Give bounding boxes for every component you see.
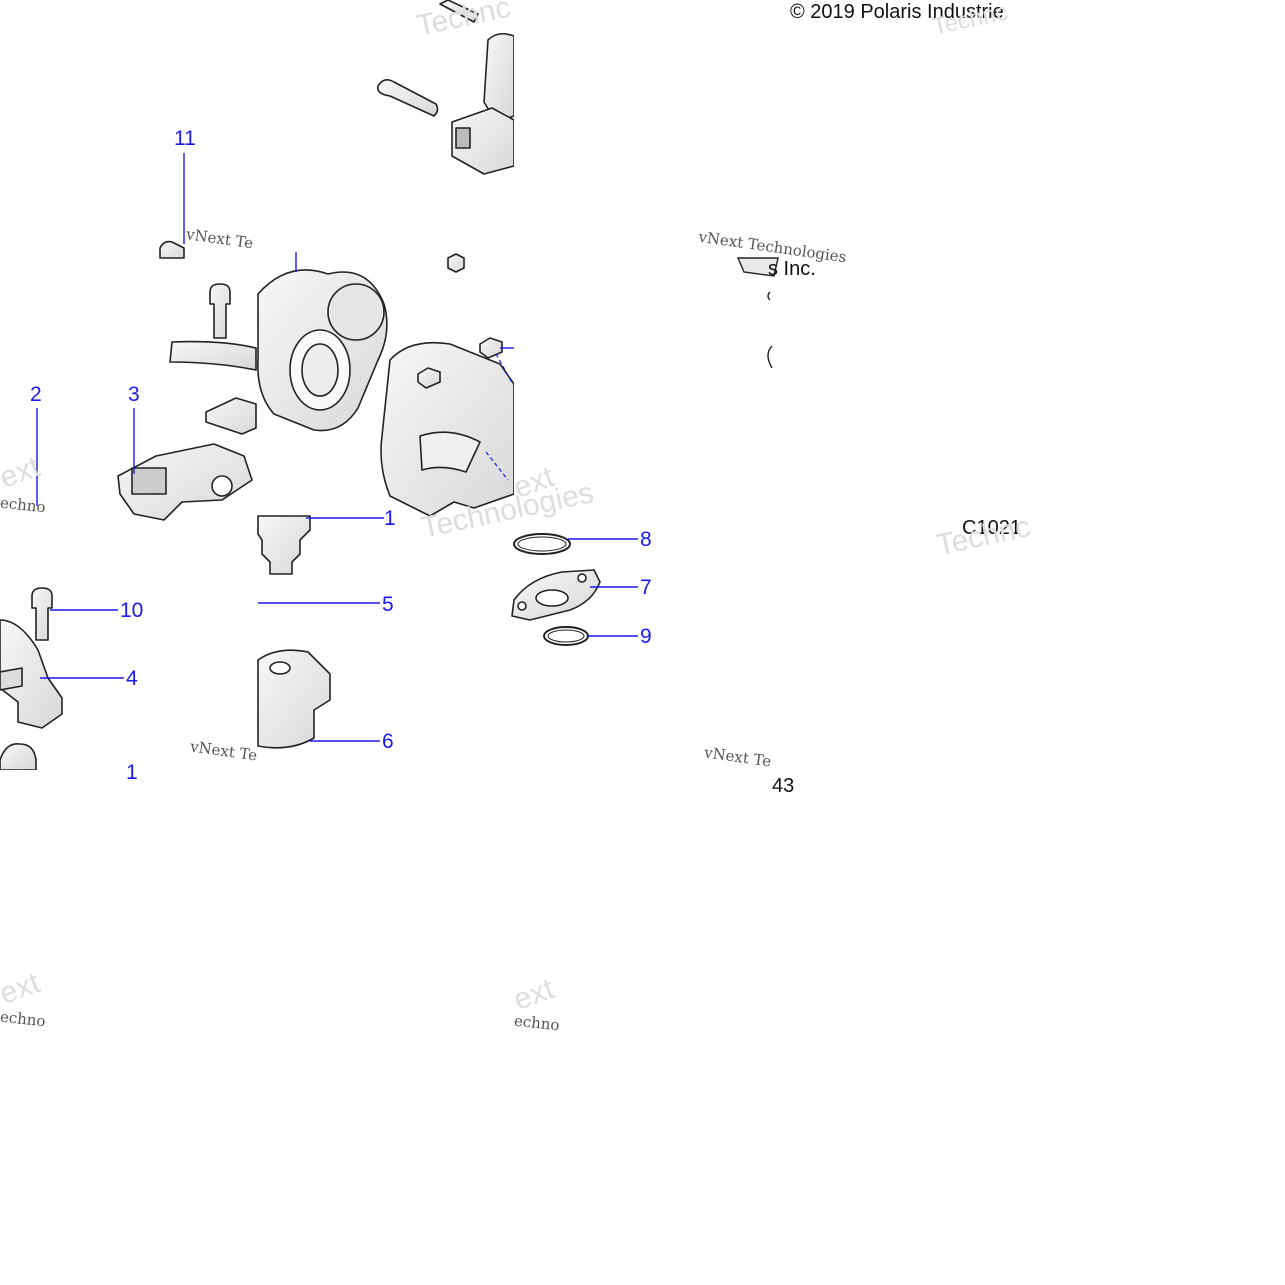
bracket-4	[0, 619, 63, 729]
adapter-6	[257, 649, 331, 749]
callout-8: 8	[640, 528, 652, 551]
copyright-tail: s Inc.	[768, 258, 816, 280]
fuel-injector	[257, 515, 311, 575]
callout-11: 11	[174, 127, 196, 150]
callout-4: 4	[126, 667, 138, 690]
figure-code: C1021	[962, 517, 1021, 539]
callout-3: 3	[128, 383, 140, 406]
injector-cap-lower	[0, 743, 37, 771]
intake-flange	[419, 431, 481, 473]
blank-region	[514, 0, 1285, 520]
map-sensor	[117, 443, 253, 521]
bolt-11	[159, 240, 185, 259]
callout-7: 7	[640, 576, 652, 599]
cap-screw-10	[31, 587, 53, 641]
fuel-rail	[169, 340, 257, 371]
callout-5: 5	[382, 593, 394, 616]
fuel-rail-bracket	[205, 397, 257, 435]
cap-screw-upper	[209, 283, 231, 339]
bolt-elbow-top	[479, 337, 503, 359]
copyright-text: © 2019 Polaris Industrie	[790, 1, 1004, 23]
o-ring-8	[513, 533, 571, 555]
callout-1: 1	[384, 507, 396, 530]
callout-1-lower: 1	[126, 762, 138, 783]
callout-6: 6	[382, 730, 394, 753]
blank-region	[0, 770, 260, 1285]
callout-9: 9	[640, 625, 652, 648]
bolt-upper	[376, 78, 439, 117]
bolt-top-left	[439, 0, 479, 23]
intake-elbow	[380, 341, 515, 517]
callout-2: 2	[30, 383, 42, 406]
bolt-head-topright	[447, 253, 465, 273]
callout-10: 10	[120, 599, 144, 622]
page-number: 43	[772, 775, 795, 797]
bolt-elbow-small	[417, 367, 441, 389]
